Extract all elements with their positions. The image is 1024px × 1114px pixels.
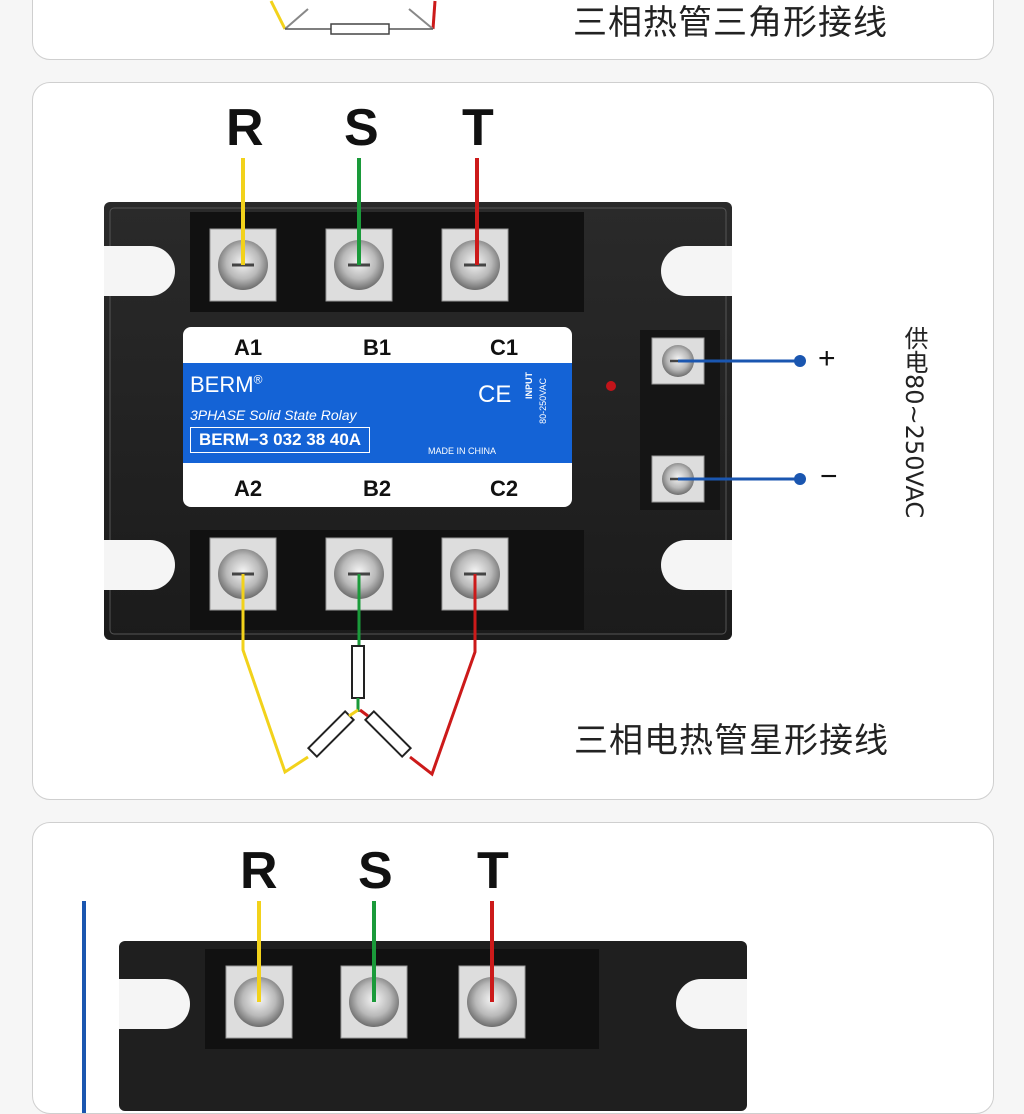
red-wire bbox=[431, 0, 437, 30]
terminal-label-c1: C1 bbox=[490, 335, 519, 360]
control-plus-label: + bbox=[818, 342, 836, 375]
phase-label-t: T bbox=[462, 99, 494, 157]
mount-notch-bottom-right bbox=[661, 540, 732, 590]
model-number: BERM−3 032 38 40A bbox=[190, 427, 371, 453]
delta-caption: 三相热管三角形接线 bbox=[573, 3, 888, 43]
product-subtitle: 3PHASE Solid State Rolay bbox=[190, 407, 357, 423]
yellow-wire bbox=[269, 0, 287, 30]
input-label: INPUT bbox=[524, 372, 534, 399]
delta-wiring-card: 三相热管三角形接线 bbox=[32, 0, 994, 60]
control-minus-label: − bbox=[820, 460, 838, 493]
status-led bbox=[606, 381, 616, 391]
terminal-label-b1: B1 bbox=[363, 335, 392, 360]
phase-label-t-2: T bbox=[477, 842, 509, 900]
terminal-label-a1: A1 bbox=[234, 335, 263, 360]
phase-label-r: R bbox=[226, 99, 264, 157]
power-supply-label: 供电80~250VAC bbox=[900, 326, 928, 519]
input-range-label: 80-250VAC bbox=[538, 378, 548, 424]
mount-notch-top-left bbox=[104, 246, 175, 296]
phase-label-r-2: R bbox=[240, 842, 278, 900]
terminal-label-b2: B2 bbox=[363, 476, 392, 501]
relay-label-blue-band bbox=[183, 363, 572, 463]
mount-notch-top-right bbox=[661, 246, 732, 296]
third-wiring-card: R S T bbox=[32, 822, 994, 1114]
load-wire-red bbox=[409, 574, 477, 777]
third-relay-diagram bbox=[82, 901, 747, 1113]
phase-label-s-2: S bbox=[358, 842, 393, 900]
mount-notch-bottom-left bbox=[104, 540, 175, 590]
made-in-label: MADE IN CHINA bbox=[428, 446, 497, 456]
terminal-label-c2: C2 bbox=[490, 476, 519, 501]
load-wire-yellow bbox=[241, 574, 309, 775]
heater-bottom bbox=[330, 23, 390, 35]
delta-wiring-diagram bbox=[269, 0, 437, 35]
heater-s bbox=[351, 645, 365, 699]
phase-label-s: S bbox=[344, 99, 379, 157]
heater-r bbox=[306, 709, 356, 759]
heater-left bbox=[284, 8, 309, 30]
ce-mark: CE bbox=[478, 381, 512, 408]
heater-t bbox=[363, 709, 413, 759]
terminal-label-a2: A2 bbox=[234, 476, 263, 501]
heater-right bbox=[408, 8, 434, 30]
star-caption: 三相电热管星形接线 bbox=[574, 721, 889, 761]
brand-name: BERM® bbox=[190, 372, 263, 397]
